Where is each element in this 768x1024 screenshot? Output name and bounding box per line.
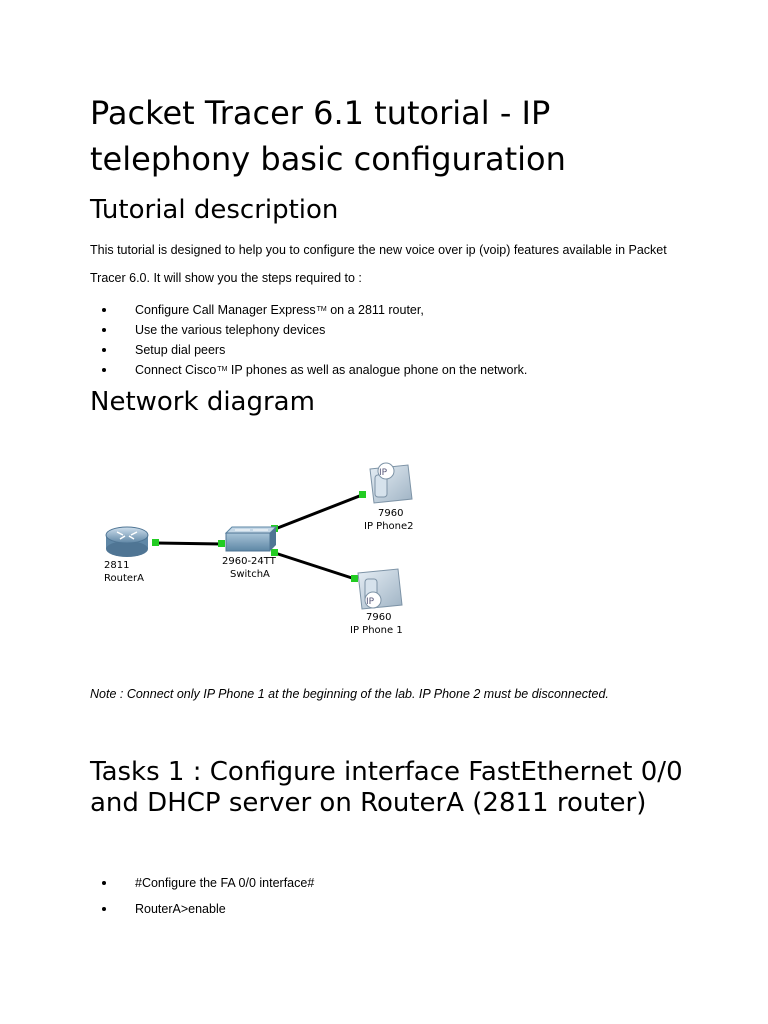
switch-model-label: 2960-24TT: [222, 556, 277, 567]
phone2-name-label: IP Phone2: [364, 521, 414, 532]
trademark-mark: TM: [217, 366, 228, 373]
list-item: Configure Call Manager ExpressTM on a 28…: [90, 300, 527, 320]
lab-note: Note : Connect only IP Phone 1 at the be…: [90, 687, 609, 701]
ip-phone-2-icon: IP: [369, 462, 413, 504]
page-title: Packet Tracer 6.1 tutorial - IP telephon…: [90, 94, 566, 178]
heading-task-1: Tasks 1 : Configure interface FastEthern…: [90, 757, 683, 818]
phone-badge: IP: [366, 597, 375, 607]
intro-paragraph: This tutorial is designed to help you to…: [90, 243, 667, 285]
bullet-icon: [102, 348, 106, 352]
link-switch-phone1: [274, 551, 356, 581]
heading-tutorial-description: Tutorial description: [90, 195, 339, 225]
phone2-model-label: 7960: [378, 508, 403, 519]
bullet-icon: [102, 881, 106, 885]
bullet-icon: [102, 308, 106, 312]
switch-icon: [224, 526, 278, 552]
network-links: [155, 493, 363, 581]
task1-steps: #Configure the FA 0/0 interface# RouterA…: [90, 870, 314, 922]
switch-name-label: SwitchA: [230, 569, 270, 580]
port-phone1: [351, 575, 358, 582]
list-item: RouterA>enable: [90, 896, 314, 922]
phone1-model-label: 7960: [366, 612, 391, 623]
port-phone2: [359, 491, 366, 498]
list-item: Connect CiscoTM IP phones as well as ana…: [90, 360, 527, 380]
bullet-icon: [102, 907, 106, 911]
link-router-switch: [155, 541, 223, 546]
network-diagram: 2811 RouterA 2960-24TT SwitchA IP 7960 I…: [104, 462, 414, 636]
feature-list: Configure Call Manager ExpressTM on a 28…: [90, 300, 527, 380]
bullet-icon: [102, 328, 106, 332]
link-switch-phone2: [274, 493, 363, 531]
port-router: [152, 539, 159, 546]
router-name-label: RouterA: [104, 573, 144, 584]
port-switch-phone1: [271, 549, 278, 556]
ip-phone-1-icon: IP: [357, 568, 403, 610]
phone-badge: IP: [379, 468, 388, 478]
trademark-mark: TM: [316, 306, 327, 313]
list-item: #Configure the FA 0/0 interface#: [90, 870, 314, 896]
list-item: Setup dial peers: [90, 340, 527, 360]
bullet-icon: [102, 368, 106, 372]
router-icon: [105, 526, 149, 557]
port-switch-router: [218, 540, 225, 547]
router-model-label: 2811: [104, 560, 129, 571]
heading-network-diagram: Network diagram: [90, 387, 315, 417]
list-item: Use the various telephony devices: [90, 320, 527, 340]
phone1-name-label: IP Phone 1: [350, 625, 403, 636]
